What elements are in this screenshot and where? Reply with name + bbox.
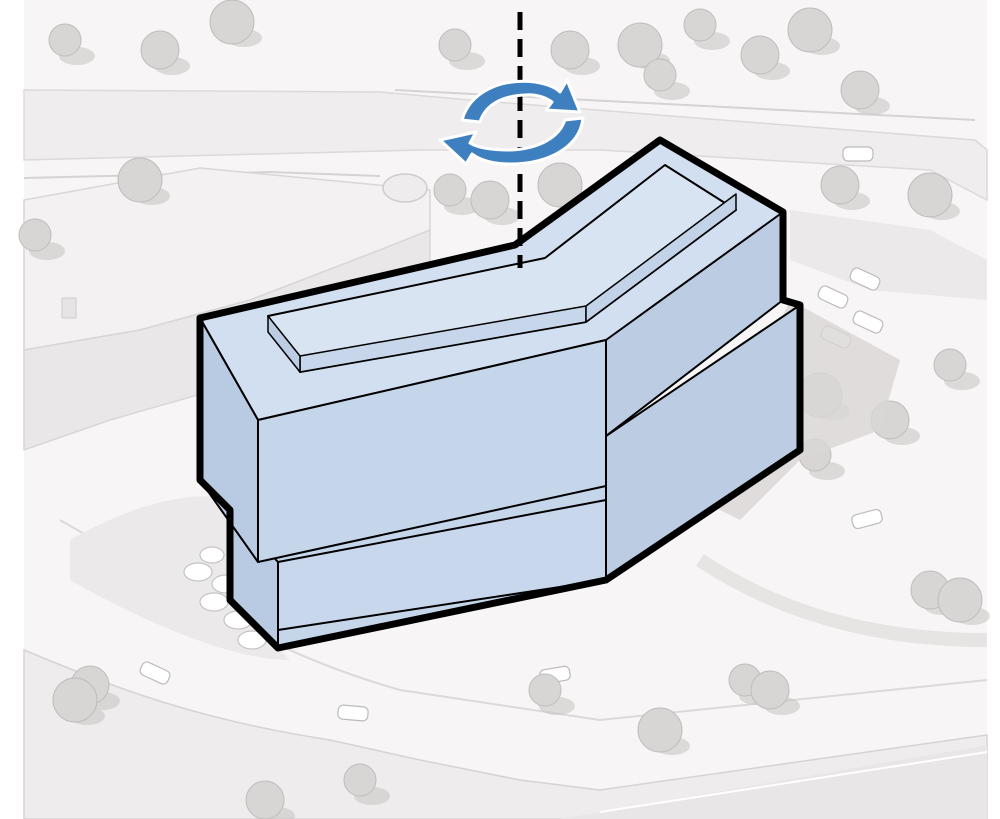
tree — [751, 671, 789, 709]
tree — [938, 578, 982, 622]
tree — [246, 781, 284, 819]
tree — [49, 24, 81, 56]
umbrella — [200, 547, 224, 563]
tree — [141, 31, 179, 69]
tree — [788, 8, 832, 52]
rooftop-drum — [383, 174, 427, 202]
tree — [551, 31, 589, 69]
tree — [741, 36, 779, 74]
tree — [19, 219, 51, 251]
tree — [439, 29, 471, 61]
tree — [934, 349, 966, 381]
umbrella — [200, 593, 228, 611]
tree — [118, 158, 162, 202]
tree — [644, 59, 676, 91]
car — [843, 147, 873, 161]
tree — [638, 708, 682, 752]
rooftop-unit — [62, 298, 76, 318]
tree — [344, 764, 376, 796]
tree — [53, 678, 97, 722]
car — [337, 705, 368, 722]
tree — [210, 0, 254, 44]
tree — [684, 9, 716, 41]
tree — [908, 173, 952, 217]
tree — [471, 181, 509, 219]
tree — [434, 174, 466, 206]
umbrella — [184, 563, 212, 581]
tree — [529, 674, 561, 706]
tree — [821, 166, 859, 204]
tree — [841, 71, 879, 109]
